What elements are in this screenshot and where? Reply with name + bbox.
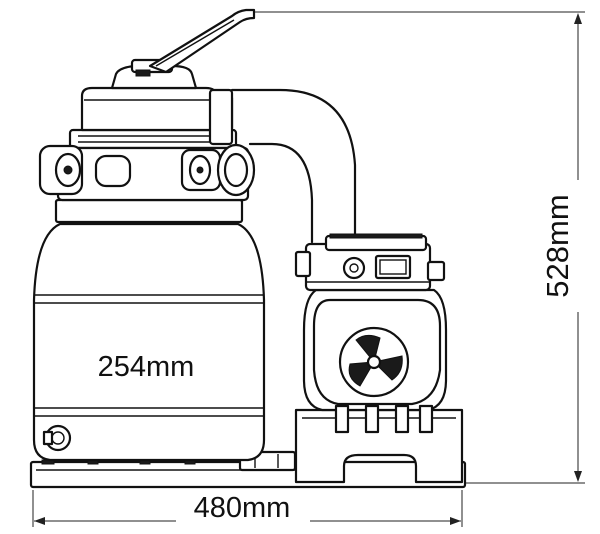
filter-tank [32,198,266,462]
connecting-hose [208,88,357,244]
fan-icon [348,334,403,387]
total-height-label: 528mm [540,194,575,297]
base-plate [29,450,467,489]
filter-width-label: 254mm [98,351,195,383]
multiport-valve [38,8,256,202]
pump [294,233,464,484]
total-width-label: 480mm [194,492,291,524]
